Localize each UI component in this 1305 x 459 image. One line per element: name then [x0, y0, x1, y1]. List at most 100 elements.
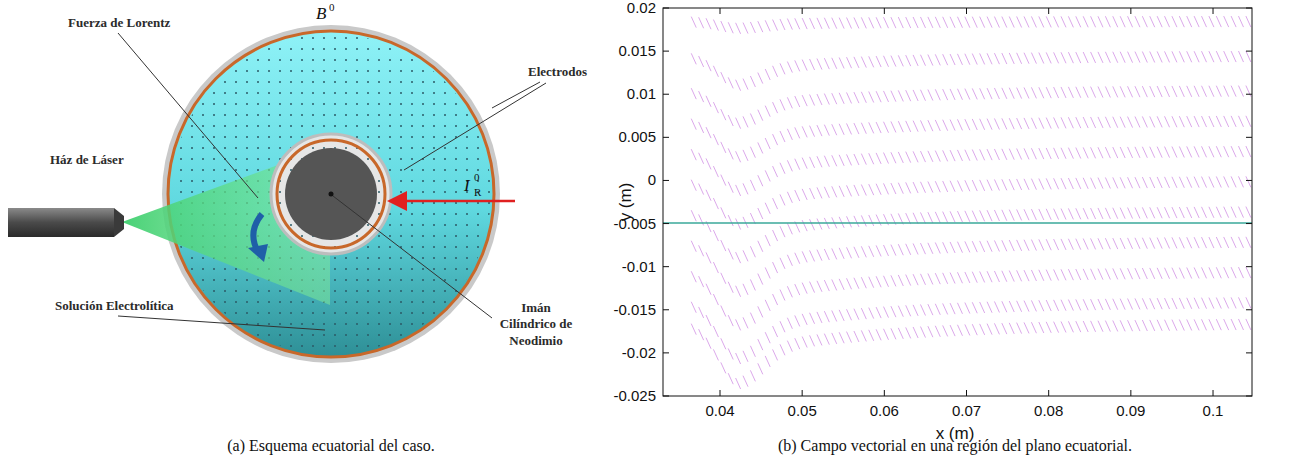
vector-stroke	[1165, 147, 1170, 158]
vector-stroke	[713, 326, 718, 337]
vector-stroke	[1120, 177, 1125, 188]
vector-stroke	[972, 88, 977, 99]
vector-stroke	[758, 21, 763, 32]
vector-stroke	[1091, 147, 1096, 158]
vector-stroke	[965, 54, 970, 65]
vector-stroke	[854, 309, 859, 320]
magnet-center	[329, 192, 334, 197]
vector-stroke	[847, 92, 852, 103]
vector-stroke	[965, 17, 970, 28]
vector-stroke	[1039, 209, 1044, 220]
vector-stroke	[758, 73, 763, 84]
vector-stroke	[1150, 298, 1155, 309]
vector-stroke	[1076, 178, 1081, 189]
vector-stroke	[1017, 53, 1022, 64]
vector-stroke	[1091, 178, 1096, 189]
vector-stroke	[854, 17, 859, 28]
vector-stroke	[824, 334, 829, 345]
vector-stroke	[965, 180, 970, 191]
vector-stroke	[1091, 208, 1096, 219]
vector-stroke	[795, 190, 800, 201]
vector-stroke	[943, 325, 948, 336]
vector-stroke	[1009, 240, 1014, 251]
vector-stroke	[861, 308, 866, 319]
vector-stroke	[869, 122, 874, 133]
vector-stroke	[787, 62, 792, 73]
vector-stroke	[699, 122, 704, 133]
vector-stroke	[802, 283, 807, 294]
vector-stroke	[1120, 147, 1125, 158]
vector-stroke	[1128, 208, 1133, 219]
vector-stroke	[1002, 88, 1007, 99]
vector-stroke	[869, 184, 874, 195]
vector-stroke	[1098, 147, 1103, 158]
vector-stroke	[1172, 116, 1177, 127]
vector-stroke	[1120, 268, 1125, 279]
vector-stroke	[795, 315, 800, 326]
vector-stroke	[706, 18, 711, 29]
vector-stroke	[787, 255, 792, 266]
vector-stroke	[1172, 207, 1177, 218]
tick-label: 0.1	[1183, 402, 1243, 419]
vector-stroke	[721, 273, 726, 284]
vector-stroke	[1091, 87, 1096, 98]
vector-stroke	[1238, 267, 1243, 278]
vector-stroke	[1246, 207, 1251, 218]
vector-stroke	[950, 17, 955, 28]
vector-stroke	[1098, 16, 1103, 27]
tick-mark	[663, 395, 669, 396]
vector-stroke	[876, 91, 881, 102]
vector-stroke	[943, 150, 948, 161]
vector-stroke	[928, 273, 933, 284]
vector-stroke	[906, 305, 911, 316]
vector-stroke	[994, 17, 999, 28]
current-symbol: I	[464, 176, 470, 196]
vector-stroke	[876, 329, 881, 340]
vector-stroke	[706, 338, 711, 349]
vector-stroke	[1046, 52, 1051, 63]
vector-stroke	[1024, 87, 1029, 98]
vector-stroke	[1120, 117, 1125, 128]
vector-stroke	[728, 315, 733, 326]
vector-stroke	[1165, 116, 1170, 127]
vector-stroke	[787, 129, 792, 140]
vector-stroke	[743, 284, 748, 295]
vector-stroke	[699, 184, 704, 195]
vector-stroke	[854, 247, 859, 258]
vector-stroke	[1209, 319, 1214, 330]
vector-stroke	[906, 17, 911, 28]
vector-stroke	[1098, 178, 1103, 189]
vector-stroke	[1002, 53, 1007, 64]
vector-stroke	[832, 279, 837, 290]
vector-stroke	[743, 183, 748, 194]
vector-stroke	[1076, 87, 1081, 98]
vector-stroke	[1054, 16, 1059, 27]
vector-stroke	[1083, 16, 1088, 27]
vector-stroke	[743, 79, 748, 90]
vector-stroke	[913, 90, 918, 101]
tick-label: 0.07	[937, 402, 997, 419]
vector-stroke	[765, 106, 770, 117]
vector-stroke	[721, 207, 726, 218]
vector-stroke	[1039, 53, 1044, 64]
vector-stroke	[1187, 86, 1192, 97]
vector-stroke	[1150, 51, 1155, 62]
vector-stroke	[1216, 176, 1221, 187]
vector-stroke	[1194, 298, 1199, 309]
vector-stroke	[1202, 16, 1207, 27]
vector-stroke	[839, 155, 844, 166]
vector-stroke	[1187, 51, 1192, 62]
vector-stroke	[1113, 238, 1118, 249]
vector-stroke	[920, 212, 925, 223]
vector-stroke	[780, 19, 785, 30]
vector-stroke	[773, 326, 778, 337]
vector-stroke	[861, 17, 866, 28]
vector-stroke	[817, 18, 822, 29]
vector-stroke	[1002, 271, 1007, 282]
vector-stroke	[1150, 116, 1155, 127]
vector-stroke	[1179, 51, 1184, 62]
vector-stroke	[1209, 298, 1214, 309]
vector-stroke	[898, 275, 903, 286]
vector-stroke	[706, 190, 711, 201]
vector-stroke	[691, 149, 696, 160]
